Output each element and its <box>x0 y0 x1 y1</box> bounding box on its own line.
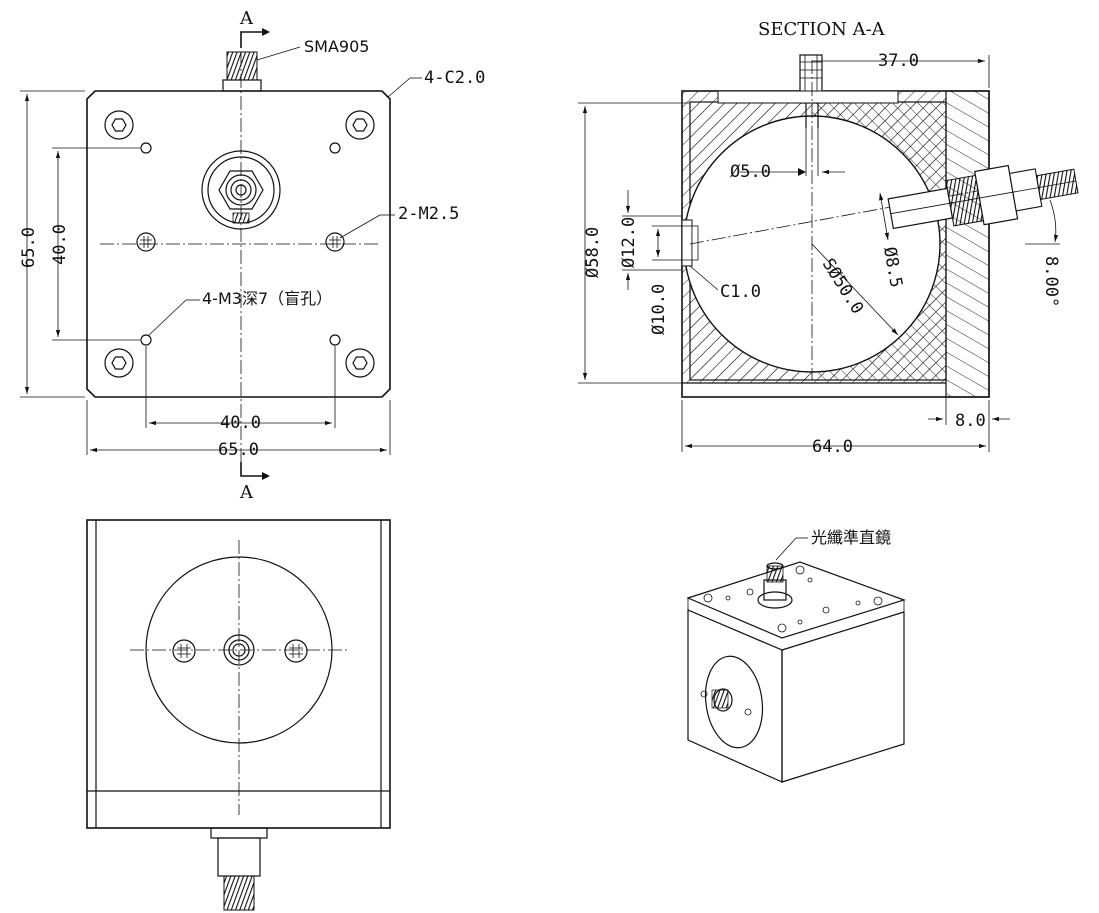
side-connector-icon <box>700 688 752 716</box>
dim-front-inner-width: 40.0 <box>220 413 261 433</box>
dim-d5: Ø5.0 <box>730 162 771 182</box>
dim-front-inner-height: 40.0 <box>50 224 70 265</box>
section-mark-bottom: A <box>239 482 254 503</box>
chamfer-label: 4-C2.0 <box>424 68 485 88</box>
front-view: A SMA905 4-C2.0 <box>19 8 485 503</box>
dim-d58: Ø58.0 <box>583 227 603 278</box>
section-view: SECTION A-A <box>578 19 1079 457</box>
sma-label: SMA905 <box>304 37 369 56</box>
side-view <box>86 519 391 911</box>
top-collimator-icon <box>757 562 793 609</box>
port-ring-icon <box>223 634 255 666</box>
cross-screw-icon <box>172 639 308 663</box>
top-holes-icon <box>703 565 883 633</box>
m25-label: 2-M2.5 <box>398 204 459 224</box>
m3-label: 4-M3深7（盲孔） <box>202 289 332 308</box>
section-mark-top: A <box>239 8 254 29</box>
iso-view: 光纖準直鏡 <box>686 528 906 783</box>
dim-front-height: 65.0 <box>19 227 39 268</box>
hex-bolt-icon <box>104 110 375 378</box>
dim-section-top: 37.0 <box>878 51 919 71</box>
sma-connector-base <box>222 79 262 92</box>
collimator-label: 光纖準直鏡 <box>811 528 891 547</box>
dim-angle: 8.00° <box>1041 256 1061 307</box>
dim-d10: Ø10.0 <box>649 284 669 335</box>
angled-collimator <box>887 164 1079 230</box>
cross-screw-icon <box>136 232 345 252</box>
dim-c1: C1.0 <box>720 282 761 302</box>
m3-hole-icon <box>140 142 341 346</box>
front-body-outline <box>86 90 391 398</box>
center-fitting-icon <box>201 150 281 230</box>
side-body-outline <box>86 519 391 829</box>
sma-connector-thread <box>226 51 258 81</box>
section-title: SECTION A-A <box>758 19 886 40</box>
dim-section-width: 64.0 <box>812 437 853 457</box>
dim-d12: Ø12.0 <box>619 217 639 268</box>
dim-front-width: 65.0 <box>218 440 259 460</box>
dim-wall: 8.0 <box>955 411 986 431</box>
